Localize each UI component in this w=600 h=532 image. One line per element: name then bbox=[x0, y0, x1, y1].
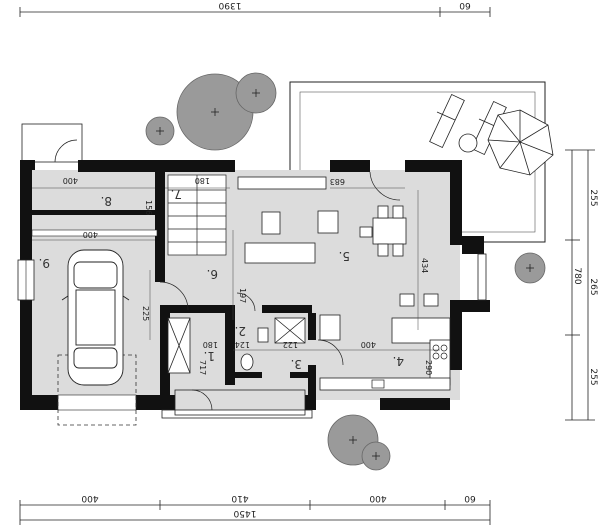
dim-right-bottom: 255 bbox=[588, 368, 598, 385]
dim-290: 290 bbox=[424, 360, 433, 375]
dim-top-left: 1390 bbox=[218, 0, 241, 10]
dim-124: 124 bbox=[235, 340, 250, 349]
dim-bottom-2: 410 bbox=[231, 493, 248, 503]
dim-197: 197 bbox=[238, 288, 247, 303]
dim-180-bath: 180 bbox=[203, 340, 218, 349]
room-3: 3. bbox=[291, 357, 302, 371]
tree-center-marks bbox=[156, 89, 534, 460]
garage-door bbox=[57, 394, 137, 411]
kitchen-counter bbox=[319, 339, 451, 391]
entrance-step bbox=[161, 409, 313, 419]
room-2: 2. bbox=[235, 324, 246, 338]
dim-180: 180 bbox=[195, 176, 210, 185]
dimension-lines bbox=[19, 7, 595, 525]
stove-icon bbox=[432, 344, 448, 360]
dim-156: 156 bbox=[144, 200, 153, 215]
garage-bench bbox=[31, 229, 158, 237]
dim-right-mid: 265 bbox=[588, 278, 598, 295]
room-8: 8. bbox=[101, 194, 112, 208]
room-9: 9. bbox=[39, 256, 50, 270]
dim-400-upper: 400 bbox=[63, 176, 78, 185]
walls bbox=[20, 160, 490, 410]
dim-bottom-4: 60 bbox=[464, 493, 476, 503]
table-icon bbox=[458, 133, 478, 153]
room-5: 5. bbox=[339, 249, 350, 263]
dim-bottom-total: 1450 bbox=[233, 508, 256, 518]
dim-bottom-3: 400 bbox=[369, 493, 386, 503]
window-right bbox=[477, 253, 487, 301]
sink-icon bbox=[371, 379, 385, 389]
room-1: 1. bbox=[204, 349, 215, 363]
porch bbox=[21, 123, 83, 163]
inner-dimension-lines bbox=[32, 187, 440, 351]
dim-717: 717 bbox=[198, 360, 207, 375]
room-6: 6. bbox=[207, 267, 218, 281]
dim-top-right: 60 bbox=[459, 0, 471, 10]
bathroom-fixtures bbox=[167, 317, 306, 374]
furniture bbox=[237, 176, 451, 344]
dim-122: 122 bbox=[283, 340, 298, 349]
dim-225: 225 bbox=[141, 306, 150, 321]
umbrella-icon bbox=[487, 109, 554, 176]
room-4: 4. bbox=[393, 354, 404, 368]
dim-434: 434 bbox=[420, 258, 429, 273]
room-7: 7. bbox=[171, 187, 182, 201]
dim-bottom-1: 400 bbox=[81, 493, 98, 503]
dim-right-top: 255 bbox=[588, 189, 598, 206]
stairs bbox=[167, 174, 227, 256]
entrance-canopy bbox=[174, 389, 306, 416]
dim-400-garage: 400 bbox=[83, 230, 98, 239]
dim-right-total: 780 bbox=[572, 267, 582, 284]
dim-400-kitchen: 400 bbox=[361, 340, 376, 349]
car-icon bbox=[61, 249, 130, 386]
sunbed-icon bbox=[429, 93, 507, 156]
dim-683: 683 bbox=[330, 177, 345, 186]
